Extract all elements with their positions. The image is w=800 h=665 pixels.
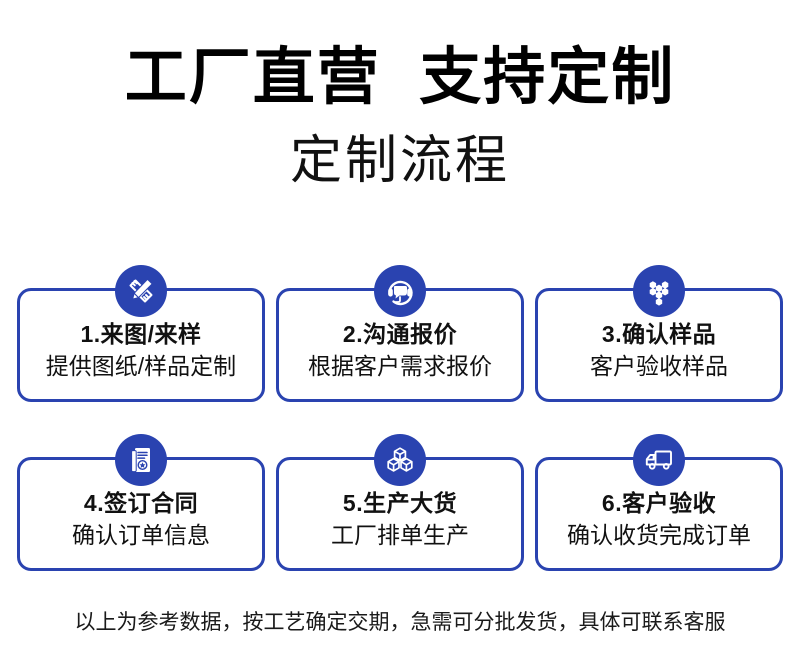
- step-title: 5.生产大货: [342, 489, 458, 516]
- contract-document-icon: [115, 434, 167, 486]
- process-step-card-4: 4.签订合同 确认订单信息: [17, 434, 265, 571]
- step-description: 确认收货完成订单: [567, 522, 751, 549]
- step-description: 提供图纸/样品定制: [45, 353, 237, 380]
- process-step-card-1: 1.来图/来样 提供图纸/样品定制: [17, 265, 265, 402]
- step-description: 确认订单信息: [72, 522, 210, 549]
- delivery-truck-icon: [633, 434, 685, 486]
- step-title: 2.沟通报价: [342, 320, 458, 347]
- headset-icon: [374, 265, 426, 317]
- step-description: 工厂排单生产: [331, 522, 469, 549]
- footer-note: 以上为参考数据，按工艺确定交期，急需可分批发货，具体可联系客服: [74, 611, 726, 634]
- pencil-drawing-icon: [115, 265, 167, 317]
- page-title: 工厂直营 支持定制: [124, 43, 676, 112]
- page-subtitle: 定制流程: [289, 132, 510, 190]
- process-step-card-6: 6.客户验收 确认收货完成订单: [535, 434, 783, 571]
- step-description: 客户验收样品: [590, 353, 728, 380]
- honeycomb-icon: [633, 265, 685, 317]
- process-step-card-2: 2.沟通报价 根据客户需求报价: [276, 265, 524, 402]
- stacked-boxes-icon: [374, 434, 426, 486]
- step-description: 根据客户需求报价: [308, 353, 492, 380]
- step-title: 4.签订合同: [83, 489, 199, 516]
- process-step-card-5: 5.生产大货 工厂排单生产: [276, 434, 524, 571]
- step-title: 6.客户验收: [601, 489, 717, 516]
- process-steps-grid: 1.来图/来样 提供图纸/样品定制 2.沟通报价 根据: [17, 265, 783, 571]
- step-title: 1.来图/来样: [80, 320, 202, 347]
- process-step-card-3: 3.确认样品 客户验收样品: [535, 265, 783, 402]
- step-title: 3.确认样品: [601, 320, 717, 347]
